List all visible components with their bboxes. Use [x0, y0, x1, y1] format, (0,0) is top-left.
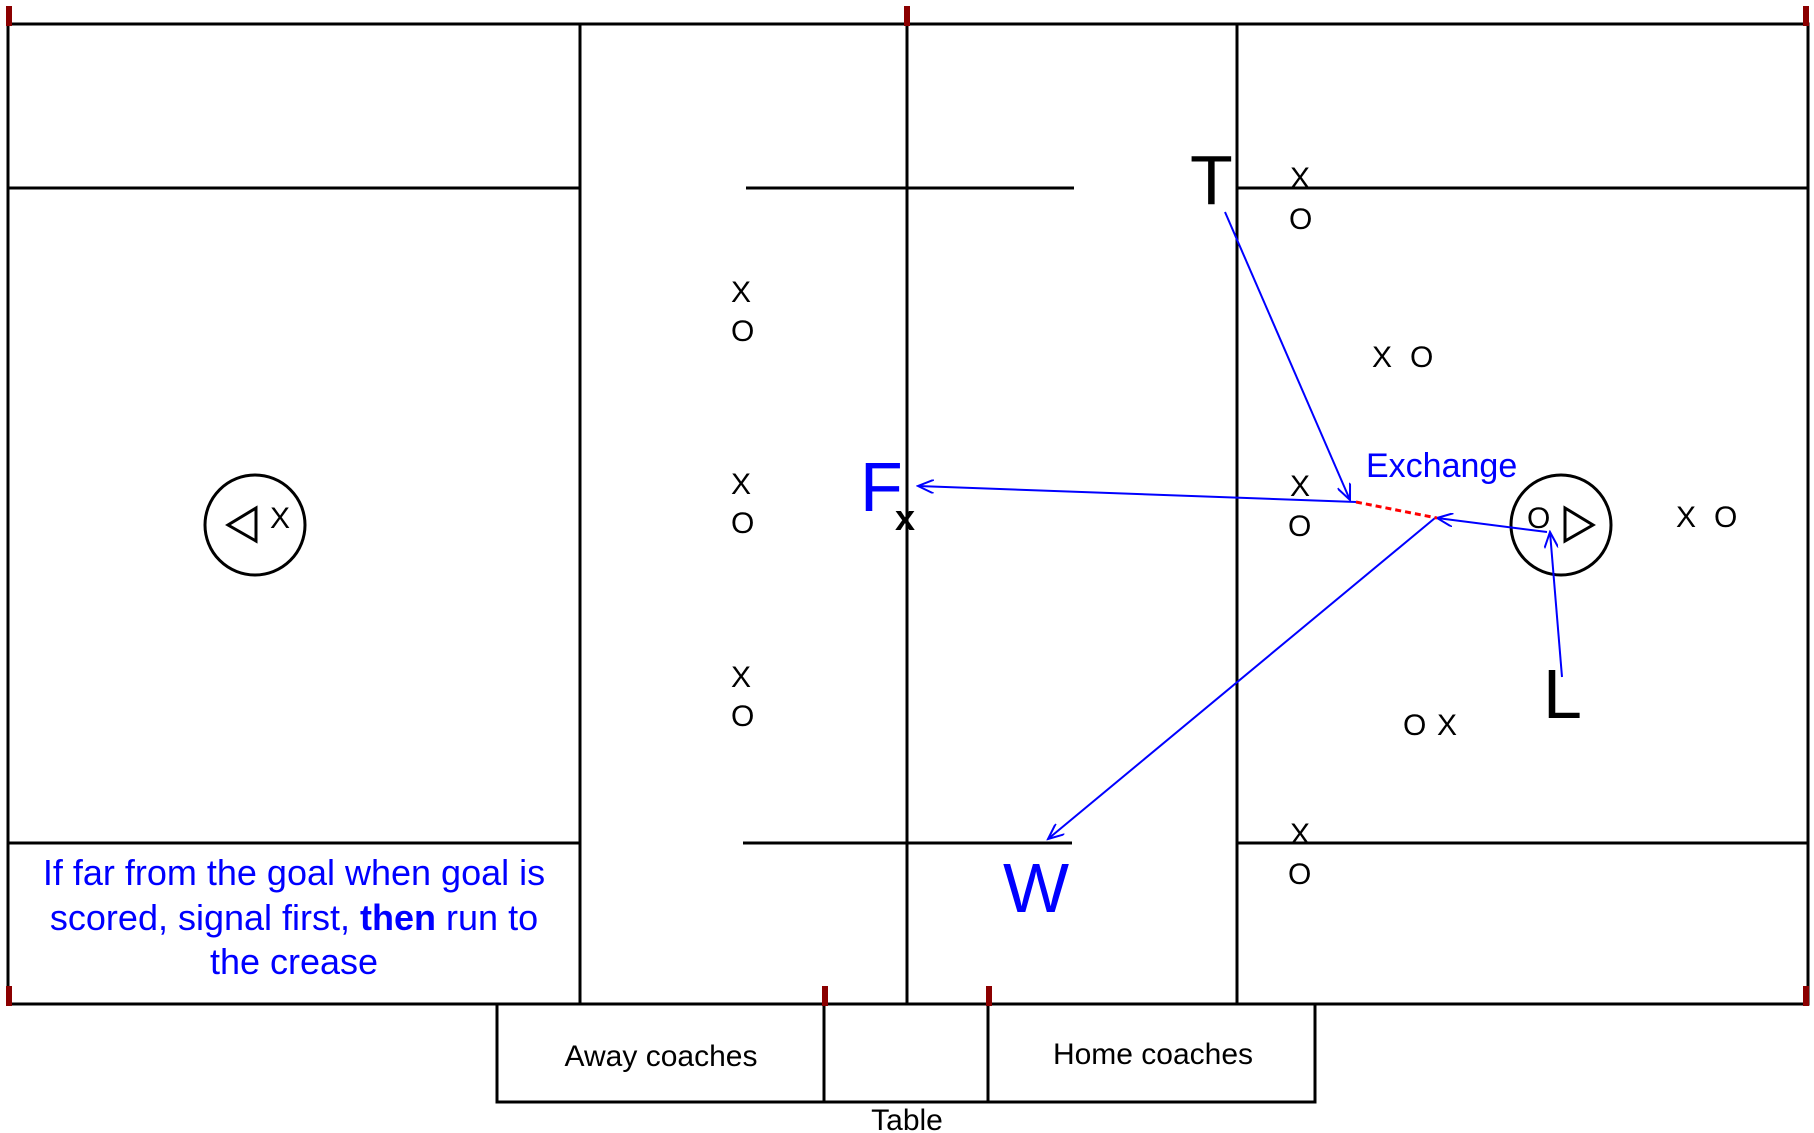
post — [1803, 986, 1809, 1006]
player-o: O — [1403, 709, 1426, 742]
player-x: X — [1290, 470, 1310, 503]
note-line-3: the crease — [210, 941, 378, 982]
lead-to-exchange-arrow — [1437, 518, 1548, 533]
player-o: O — [731, 507, 754, 540]
referee-wing: W — [1003, 849, 1069, 927]
post — [6, 986, 12, 1006]
player-markers: X X O X O X O X O X O X O O X O O X X O — [270, 162, 1737, 891]
post — [1803, 6, 1809, 26]
player-o: O — [1288, 858, 1311, 891]
player-x: X — [731, 468, 751, 501]
referee-paths — [918, 211, 1563, 839]
field-path-arrow — [918, 486, 1357, 503]
post — [822, 986, 828, 1006]
home-coaches-label: Home coaches — [1053, 1038, 1253, 1071]
field-lines — [6, 22, 1810, 1104]
right-goal-icon — [1563, 505, 1596, 544]
post — [986, 986, 992, 1006]
note-line-1: If far from the goal when goal is — [43, 852, 545, 893]
note-line-2-start: scored, signal first, — [50, 897, 360, 938]
field-posts — [6, 6, 1809, 1006]
exchange-line — [1355, 500, 1438, 520]
wing-path-arrow — [1048, 517, 1436, 839]
player-x: X — [731, 276, 751, 309]
player-o: O — [1527, 502, 1550, 535]
post — [904, 6, 910, 26]
away-coaches-label: Away coaches — [565, 1040, 758, 1073]
note-line-2-end: run to — [436, 897, 538, 938]
player-x: X — [1676, 501, 1696, 534]
player-o: O — [1410, 341, 1433, 374]
table-box — [822, 1002, 990, 1104]
mechanics-note: If far from the goal when goal is scored… — [43, 852, 545, 982]
faceoff-x: x — [895, 497, 915, 538]
left-goal-icon — [225, 505, 258, 544]
player-o: O — [1714, 501, 1737, 534]
referee-field: F — [860, 448, 903, 526]
exchange-label: Exchange — [1366, 447, 1517, 485]
player-x: X — [1437, 709, 1457, 742]
post — [6, 6, 12, 26]
player-x: X — [1290, 818, 1310, 851]
right-crease — [1509, 473, 1613, 577]
player-x: X — [270, 502, 290, 535]
player-o: O — [731, 315, 754, 348]
lead-path-arrow — [1550, 532, 1563, 678]
note-line-2: scored, signal first, then run to — [50, 897, 538, 938]
player-o: O — [1288, 510, 1311, 543]
player-o: O — [1289, 203, 1312, 236]
home-coaches-box — [986, 1002, 1317, 1104]
player-x: X — [731, 661, 751, 694]
referee-trail: T — [1190, 141, 1233, 219]
referee-lead: L — [1543, 655, 1582, 733]
left-crease — [203, 473, 307, 577]
table-label: Table — [871, 1104, 943, 1133]
trail-path-arrow — [1224, 211, 1350, 500]
note-line-2-bold: then — [360, 897, 436, 938]
player-x: X — [1290, 162, 1310, 195]
player-o: O — [731, 700, 754, 733]
player-x: X — [1372, 341, 1392, 374]
